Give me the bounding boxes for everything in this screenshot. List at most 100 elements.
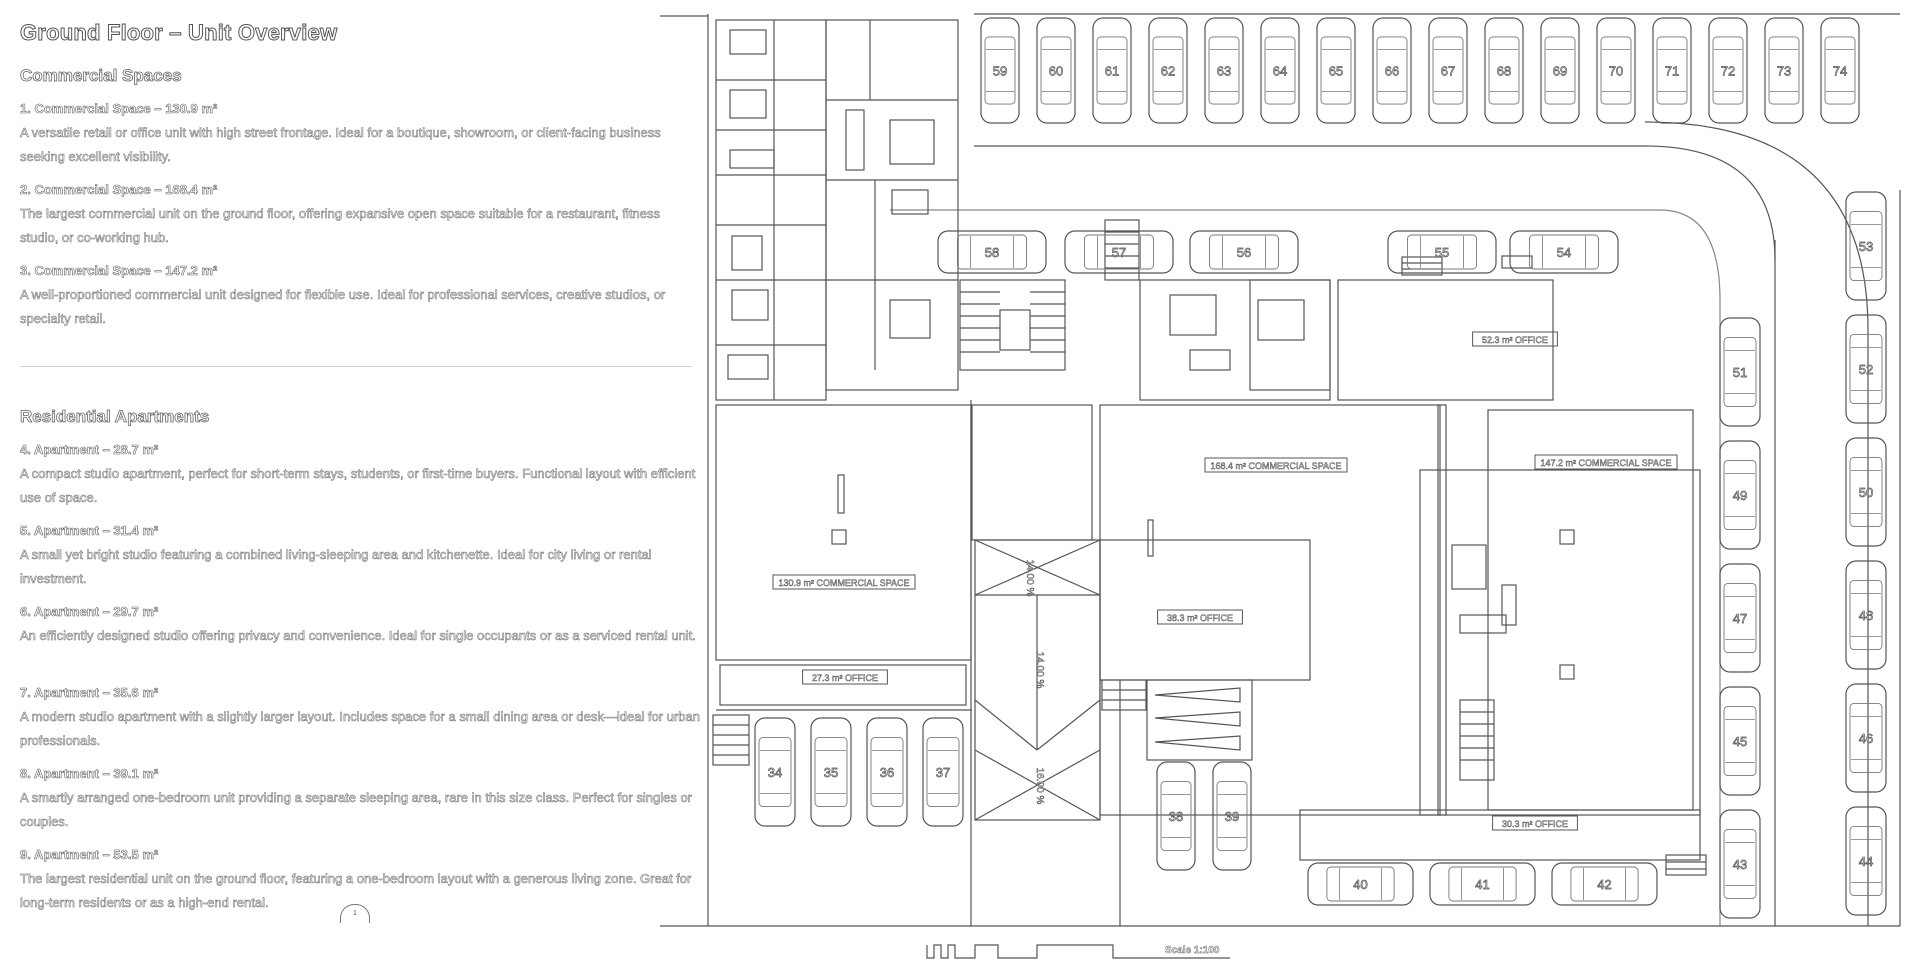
commercial-item-desc: A well-proportioned commercial unit desi… bbox=[20, 287, 666, 327]
svg-text:27.3 m² OFFICE: 27.3 m² OFFICE bbox=[812, 673, 878, 683]
parking-bay: 62 bbox=[1148, 17, 1188, 124]
parking-bay: 54 bbox=[1509, 230, 1619, 274]
parking-number: 67 bbox=[1441, 64, 1455, 79]
commercial-item-title: 2. Commercial Space – 168.4 m² bbox=[20, 182, 218, 198]
parking-number: 74 bbox=[1833, 64, 1847, 79]
parking-bay: 67 bbox=[1428, 17, 1468, 124]
parking-number: 43 bbox=[1733, 857, 1747, 872]
parking-bay: 66 bbox=[1372, 17, 1412, 124]
parking-bay: 65 bbox=[1316, 17, 1356, 124]
parking-number: 49 bbox=[1733, 488, 1747, 503]
parking-number: 71 bbox=[1665, 64, 1679, 79]
parking-number: 52 bbox=[1859, 362, 1873, 377]
parking-bay: 42 bbox=[1551, 862, 1658, 906]
parking-number: 68 bbox=[1497, 64, 1511, 79]
parking-bay: 40 bbox=[1307, 862, 1414, 906]
svg-text:52.3 m² OFFICE: 52.3 m² OFFICE bbox=[1482, 335, 1548, 345]
parking-bay: 47 bbox=[1719, 563, 1761, 673]
space-label: 52.3 m² OFFICE bbox=[1472, 331, 1558, 347]
parking-bay: 48 bbox=[1845, 560, 1887, 670]
parking-bay: 41 bbox=[1429, 862, 1536, 906]
parking-number: 44 bbox=[1859, 854, 1873, 869]
parking-number: 56 bbox=[1237, 245, 1251, 260]
parking-number: 57 bbox=[1112, 245, 1126, 260]
apartment-item-desc: A modern studio apartment with a slightl… bbox=[20, 709, 701, 749]
commercial-item-desc: A versatile retail or office unit with h… bbox=[20, 125, 661, 165]
parking-number: 51 bbox=[1733, 365, 1747, 380]
parking-number: 59 bbox=[993, 64, 1007, 79]
apartment-item-title: 7. Apartment – 35.6 m² bbox=[20, 685, 159, 701]
parking-number: 69 bbox=[1553, 64, 1567, 79]
ramp-slope-label: 16.00 % bbox=[1034, 768, 1045, 805]
parking-number: 46 bbox=[1859, 731, 1873, 746]
parking-bay: 63 bbox=[1204, 17, 1244, 124]
apartment-item-desc: A smartly arranged one-bedroom unit prov… bbox=[20, 790, 693, 830]
apartment-item-desc: A compact studio apartment, perfect for … bbox=[20, 466, 696, 506]
parking-bay: 69 bbox=[1540, 17, 1580, 124]
parking-number: 64 bbox=[1273, 64, 1287, 79]
parking-bay: 53 bbox=[1845, 191, 1887, 301]
parking-bay: 57 bbox=[1064, 230, 1174, 274]
apartment-item-title: 6. Apartment – 29.7 m² bbox=[20, 604, 159, 620]
parking-number: 36 bbox=[880, 765, 894, 780]
parking-number: 48 bbox=[1859, 608, 1873, 623]
parking-number: 34 bbox=[768, 765, 782, 780]
parking-number: 38 bbox=[1169, 809, 1183, 824]
parking-bay: 39 bbox=[1212, 761, 1252, 871]
parking-bay: 35 bbox=[810, 717, 852, 827]
parking-bay: 58 bbox=[937, 230, 1047, 274]
parking-number: 63 bbox=[1217, 64, 1231, 79]
ramp-slope-label: 14.00 % bbox=[1034, 652, 1045, 689]
parking-bay: 45 bbox=[1719, 686, 1761, 796]
ramp-slope-label: 14.00 % bbox=[1024, 560, 1035, 597]
parking-bay: 64 bbox=[1260, 17, 1300, 124]
svg-text:147.2 m² COMMERCIAL SPACE: 147.2 m² COMMERCIAL SPACE bbox=[1540, 458, 1671, 468]
parking-number: 62 bbox=[1161, 64, 1175, 79]
space-label: 38.3 m² OFFICE bbox=[1157, 609, 1243, 625]
apartment-item-title: 8. Apartment – 39.1 m² bbox=[20, 766, 159, 782]
parking-bay: 71 bbox=[1652, 17, 1692, 124]
parking-bay: 55 bbox=[1387, 230, 1497, 274]
parking-bay: 44 bbox=[1845, 806, 1887, 916]
parking-bay: 49 bbox=[1719, 440, 1761, 550]
residential-heading: Residential Apartments bbox=[20, 407, 210, 427]
parking-number: 60 bbox=[1049, 64, 1063, 79]
parking-number: 42 bbox=[1597, 877, 1611, 892]
svg-text:30.3 m² OFFICE: 30.3 m² OFFICE bbox=[1502, 819, 1568, 829]
parking-number: 61 bbox=[1105, 64, 1119, 79]
parking-bay: 68 bbox=[1484, 17, 1524, 124]
parking-number: 37 bbox=[936, 765, 950, 780]
parking-bay: 36 bbox=[866, 717, 908, 827]
svg-text:168.4 m² COMMERCIAL SPACE: 168.4 m² COMMERCIAL SPACE bbox=[1210, 461, 1341, 471]
parking-bay: 73 bbox=[1764, 17, 1804, 124]
space-label: 130.9 m² COMMERCIAL SPACE bbox=[772, 574, 916, 590]
commercial-item-title: 1. Commercial Space – 130.9 m² bbox=[20, 101, 218, 117]
space-label: 147.2 m² COMMERCIAL SPACE bbox=[1534, 454, 1678, 470]
page-title: Ground Floor – Unit Overview bbox=[19, 20, 338, 46]
apartment-item-title: 4. Apartment – 28.7 m² bbox=[20, 442, 159, 458]
parking-bay: 59 bbox=[980, 17, 1020, 124]
parking-bay: 34 bbox=[754, 717, 796, 827]
space-label: 30.3 m² OFFICE bbox=[1492, 815, 1578, 831]
parking-number: 50 bbox=[1859, 485, 1873, 500]
parking-bay: 61 bbox=[1092, 17, 1132, 124]
apartment-item-title: 9. Apartment – 53.5 m² bbox=[20, 847, 159, 863]
parking-bay: 37 bbox=[922, 717, 964, 827]
parking-number: 58 bbox=[985, 245, 999, 260]
parking-number: 45 bbox=[1733, 734, 1747, 749]
section-divider bbox=[20, 366, 692, 367]
commercial-heading: Commercial Spaces bbox=[20, 66, 182, 86]
parking-number: 54 bbox=[1557, 245, 1571, 260]
apartment-item-desc: A small yet bright studio featuring a co… bbox=[20, 547, 652, 587]
parking-number: 53 bbox=[1859, 239, 1873, 254]
space-label: 168.4 m² COMMERCIAL SPACE bbox=[1204, 457, 1348, 473]
svg-text:38.3 m² OFFICE: 38.3 m² OFFICE bbox=[1167, 613, 1233, 623]
page-marker: 1 bbox=[340, 904, 370, 923]
parking-bay: 72 bbox=[1708, 17, 1748, 124]
space-label: 27.3 m² OFFICE bbox=[802, 669, 888, 685]
parking-number: 70 bbox=[1609, 64, 1623, 79]
parking-bay: 74 bbox=[1820, 17, 1860, 124]
parking-bay: 52 bbox=[1845, 314, 1887, 424]
